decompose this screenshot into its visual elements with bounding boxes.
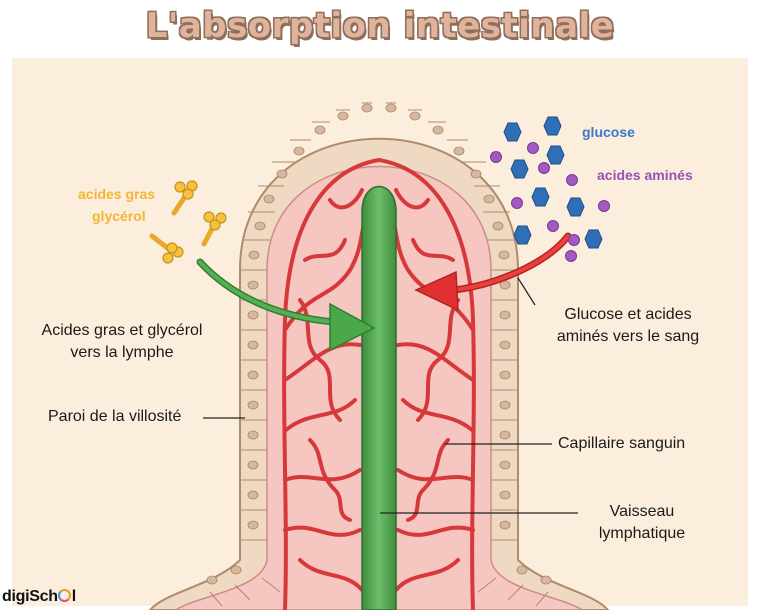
label-sugars-to-blood: Glucose et acides aminés vers le sang [540,304,716,348]
label-fats-to-lymph: Acides gras et glycérol vers la lymphe [22,320,222,364]
glucose-key: glucose [582,124,635,140]
fatty-acids-key: acides gras [78,186,156,202]
diagram-title: L'absorption intestinale [145,6,615,46]
cell-nuclei [206,103,552,585]
label-capillary: Capillaire sanguin [558,435,686,452]
label-lymph-vessel-line2: lymphatique [598,525,686,542]
sugars-to-blood-arrow [414,232,572,312]
label-sugars-to-blood-line2: aminés vers le sang [556,328,700,345]
glucose-molecules [503,116,603,249]
label-fats-to-lymph-line1: Acides gras et glycérol [41,322,203,339]
fatty-acid-molecules [149,180,227,264]
logo-ring-icon [58,589,72,602]
amino-acid-molecules [490,142,610,262]
label-lymph-vessel: Vaisseau lymphatique [582,501,702,545]
digischool-logo: digiSch l [2,588,76,606]
label-sugars-to-blood-line1: Glucose et acides [564,306,692,323]
logo-suffix: l [71,588,76,605]
epithelial-cells [209,102,549,607]
amino-acids-key: acides aminés [597,167,693,183]
logo-prefix: digiSch [2,588,58,605]
label-lymph-vessel-line1: Vaisseau [609,503,675,520]
lymph-vessel [361,185,397,610]
label-fats-to-lymph-line2: vers la lymphe [70,344,174,361]
leader-lines [203,277,578,514]
label-villus-wall: Paroi de la villosité [48,408,182,425]
fats-to-lymph-arrow [196,258,376,352]
capillary-network [282,158,476,610]
glycerol-key: glycérol [92,208,146,224]
